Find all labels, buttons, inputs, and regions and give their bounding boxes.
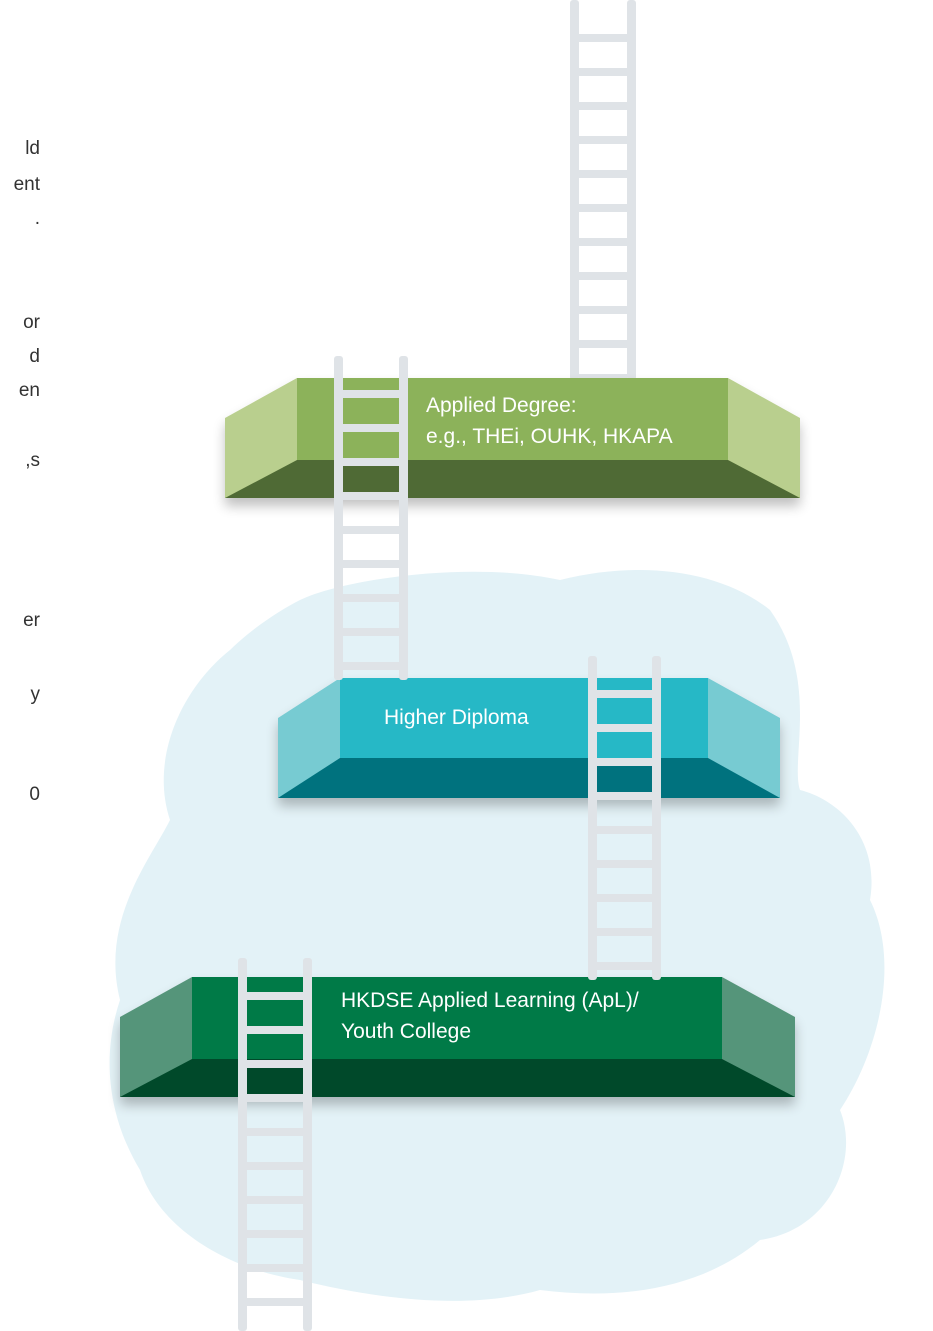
ladder-rung [579,204,627,212]
apl-title: HKDSE Applied Learning (ApL)/ [341,989,639,1012]
apl-subtitle: Youth College [341,1020,471,1043]
ladder-rail [652,656,661,980]
ladder-rung [343,424,399,432]
ladder-rung [343,492,399,500]
text-fragment: 0 [29,784,40,805]
ladder-rung [247,992,303,1000]
higher-diploma-label: Higher Diploma [384,702,529,733]
higher-diploma-title: Higher Diploma [384,706,529,729]
ladder-rung [247,1298,303,1306]
ladder-rung [579,68,627,76]
ladder-rung [597,826,652,834]
ladder-rail [399,356,408,680]
ladder-rung [597,792,652,800]
ladder-rail [570,0,579,380]
ladder-rung [247,1128,303,1136]
ladder-rung [579,102,627,110]
ladder-rung [247,1094,303,1102]
ladder-rung [343,594,399,602]
text-fragment: y [30,684,41,705]
text-fragment: en [18,380,40,401]
ladder-rung [247,1264,303,1272]
ladder-top [570,0,636,382]
ladder-rung [247,1196,303,1204]
text-fragment: or [23,312,40,333]
ladder-rung [597,962,652,970]
text-fragment: er [23,610,40,631]
text-fragment: d [29,346,40,367]
ladder-rail [627,0,636,380]
ladder-rung [247,1060,303,1068]
ladder-bottom-front [238,958,312,1331]
ladder-rung [597,758,652,766]
ladder-rung [247,1230,303,1238]
text-fragment: . [34,208,40,229]
applied-degree-title: Applied Degree: [426,394,577,417]
ladder-rung [579,34,627,42]
ladder-rung [597,928,652,936]
text-fragment: ld [25,138,40,159]
ladder-rail [238,958,247,1331]
ladder-rung [579,136,627,144]
ladder-rail [334,356,343,680]
ladder-rung [597,860,652,868]
ladder-rung [247,1026,303,1034]
ladder-rung [597,690,652,698]
ladder-rung [579,340,627,348]
ladder-rail [588,656,597,980]
ladder-applied-degree-front [334,356,408,680]
text-fragment: s, [25,450,40,471]
ladder-rung [579,170,627,178]
ladder-rail [303,958,312,1331]
applied-degree-label: Applied Degree: e.g., THEi, OUHK, HKAPA [426,390,673,452]
applied-degree-examples: e.g., THEi, OUHK, HKAPA [426,425,673,448]
apl-label: HKDSE Applied Learning (ApL)/ Youth Coll… [341,985,639,1047]
ladder-higher-diploma-front [588,656,661,980]
ladder-rung [343,662,399,670]
platform-apl [120,977,795,1097]
ladder-rung [343,526,399,534]
ladder-rung [597,724,652,732]
ladder-rung [247,1162,303,1170]
ladder-rung [343,458,399,466]
ladder-rung [343,628,399,636]
ladder-rung [343,390,399,398]
ladder-rung [579,272,627,280]
platform-higher-diploma [278,678,780,798]
ladder-rung [597,894,652,902]
ladder-rung [579,306,627,314]
ladder-rung [579,238,627,246]
text-fragment: ent [13,174,40,195]
ladder-rung [343,560,399,568]
